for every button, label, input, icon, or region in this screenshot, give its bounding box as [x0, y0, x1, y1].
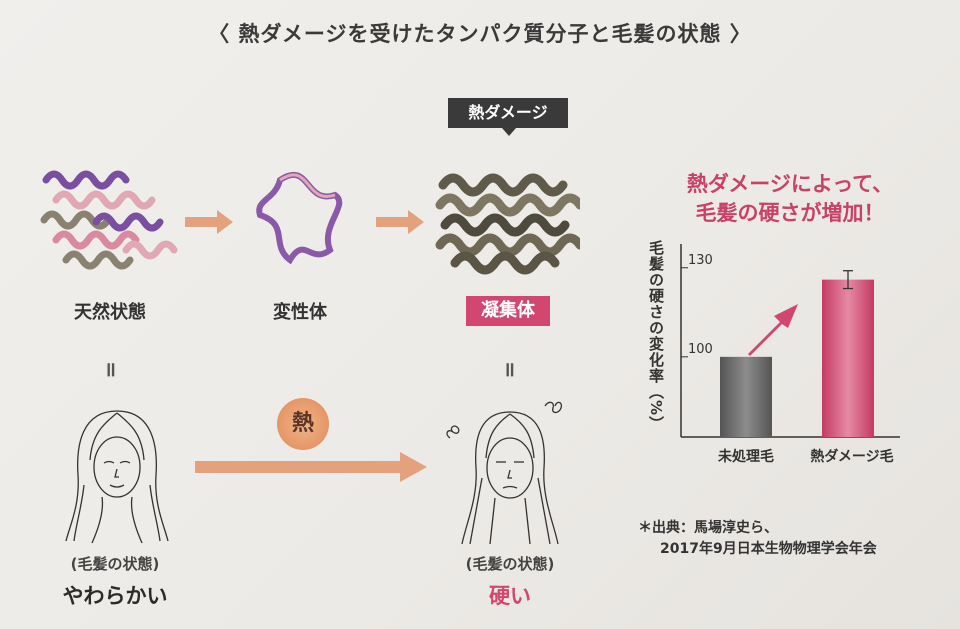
source-line-2: 2017年9月日本生物物理学会年会 — [660, 541, 877, 557]
denatured-protein-illustration — [256, 171, 343, 265]
hair-state-caption: (毛髪の状態) — [70, 555, 160, 573]
page-title: 〈 熱ダメージを受けたタンパク質分子と毛髪の状態 〉 — [208, 22, 752, 46]
arrow-icon — [376, 210, 424, 234]
bar-heat-damaged — [822, 279, 874, 437]
headline-line-2: 毛髪の硬さが増加！ — [695, 201, 885, 225]
denatured-label: 変性体 — [273, 302, 327, 323]
native-protein-illustration — [40, 170, 178, 270]
headline: 熱ダメージによって、 毛髪の硬さが増加！ — [640, 170, 940, 228]
category-label-heat-damaged: 熱ダメージ毛 — [810, 449, 894, 465]
category-label-untreated: 未処理毛 — [718, 449, 774, 465]
heat-arrow-icon — [195, 452, 427, 482]
hair-stiffness-bar-chart: 100 130 — [680, 244, 900, 438]
y-tick-label: 100 — [688, 342, 713, 357]
increase-arrow-icon — [748, 304, 798, 356]
heat-badge: 熱 — [277, 398, 329, 450]
aggregate-protein-illustration — [435, 173, 580, 275]
heat-damage-tag: 熱ダメージ — [448, 98, 568, 136]
equals-sign: ॥ — [503, 357, 515, 381]
native-state-label: 天然状態 — [74, 302, 146, 323]
hard-state-label: 硬い — [489, 584, 531, 608]
arrow-icon — [185, 210, 233, 234]
soft-hair-woman-illustration — [65, 410, 169, 544]
bar-untreated — [720, 356, 772, 437]
aggregate-label: 凝集体 — [466, 296, 550, 326]
headline-line-1: 熱ダメージによって、 — [686, 172, 894, 196]
hair-state-caption: (毛髪の状態) — [465, 555, 555, 573]
source-line-1: ＊出典：馬場淳史ら、 — [638, 520, 778, 536]
equals-sign: ॥ — [104, 357, 116, 381]
source-citation: ＊出典：馬場淳史ら、 2017年9月日本生物物理学会年会 — [638, 518, 938, 560]
stiff-hair-woman-illustration — [446, 401, 563, 545]
y-tick-label: 130 — [688, 253, 713, 268]
y-axis-label: 毛髪の硬さの変化率（%） — [647, 240, 665, 433]
soft-state-label: やわらかい — [62, 584, 168, 608]
